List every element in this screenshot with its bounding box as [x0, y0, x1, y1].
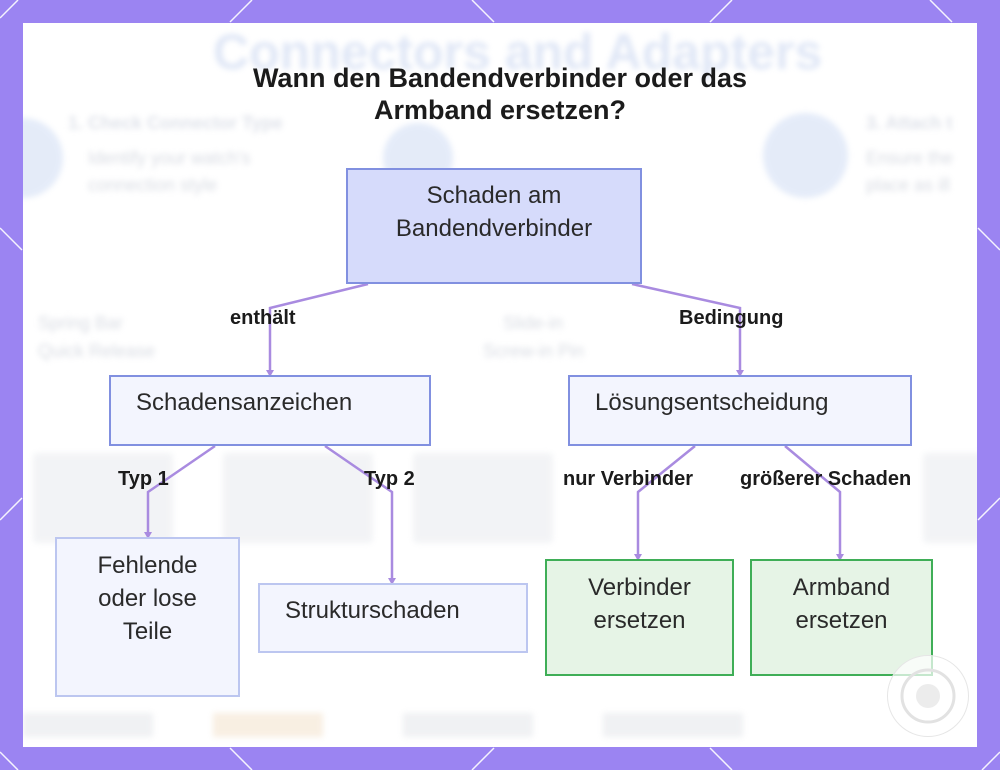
node-signs: Schadensanzeichen: [109, 375, 431, 446]
edge-label-type1: Typ 1: [118, 468, 169, 490]
arrowhead: [388, 578, 396, 585]
ghost-step1-title: 1. Check Connector Type: [68, 113, 283, 133]
blurred-background: Connectors and Adapters 1. Check Connect…: [23, 23, 977, 747]
node-missing-parts: Fehlende oder lose Teile: [55, 537, 240, 697]
watermark-badge: [887, 655, 969, 737]
ghost-card: [223, 453, 373, 543]
node-root: Schaden am Bandendverbinder: [346, 168, 642, 284]
edge-label-condition: Bedingung: [679, 307, 784, 329]
node-text: Lösungsentscheidung: [595, 389, 829, 416]
arrowhead: [634, 554, 642, 561]
node-text: ersetzen: [593, 607, 686, 634]
ghost-bar: [23, 713, 153, 737]
diagram-title: Wann den Bandendverbinder oder das Armba…: [180, 62, 820, 126]
ghost-label: Screw-in Pin: [483, 341, 585, 361]
node-replace-connector: Verbinder ersetzen: [545, 559, 734, 676]
node-text: Schaden am: [426, 182, 562, 209]
edge-label-type2: Typ 2: [364, 468, 415, 490]
edge-label-bigger-damage: größerer Schaden: [740, 468, 912, 490]
ghost-title: Connectors and Adapters: [213, 24, 823, 80]
node-text: Teile: [122, 618, 173, 645]
node-text: Bandendverbinder: [395, 215, 593, 242]
ghost-step1-text2: connection style: [88, 175, 218, 195]
ghost-label: Quick Release: [38, 341, 156, 361]
node-text: Verbinder: [588, 574, 691, 601]
node-text: Armband: [792, 574, 891, 601]
ghost-label: Spring Bar: [38, 313, 124, 333]
ghost-card: [923, 453, 977, 543]
edge-label-contains: enthält: [230, 307, 296, 329]
node-text: ersetzen: [795, 607, 888, 634]
ghost-step3-text: Ensure the: [866, 148, 954, 168]
ghost-label: Slide-in: [503, 313, 564, 333]
arrowhead: [266, 370, 274, 377]
edge-root-decision: [631, 282, 742, 370]
edge-decision-connector: [636, 445, 696, 554]
ghost-card: [33, 453, 173, 543]
arrowhead: [736, 370, 744, 377]
node-decision: Lösungsentscheidung: [568, 375, 912, 446]
ghost-card: [413, 453, 553, 543]
ghost-step3-title: 3. Attach t: [866, 113, 953, 133]
ghost-bar: [603, 713, 743, 737]
ghost-bar: [403, 713, 533, 737]
node-replace-band: Armband ersetzen: [750, 559, 933, 676]
node-text: Fehlende: [97, 552, 198, 579]
node-text: Schadensanzeichen: [136, 389, 353, 416]
edge-signs-structural: [324, 444, 394, 578]
node-text: Strukturschaden: [285, 597, 460, 624]
edge-root-signs: [268, 282, 369, 370]
ghost-bar: [213, 713, 323, 737]
edge-decision-band: [784, 445, 842, 554]
title-line: Wann den Bandendverbinder oder das: [252, 63, 748, 93]
ghost-step1-text: Identify your watch's: [88, 148, 251, 168]
edge-signs-missing: [146, 444, 216, 532]
watermark-icon: [900, 668, 956, 724]
arrowhead: [144, 532, 152, 539]
node-structural-damage: Strukturschaden: [258, 583, 528, 653]
ghost-step3-text2: place as ill: [866, 175, 951, 195]
node-text: oder lose: [98, 585, 197, 612]
edge-label-only-connector: nur Verbinder: [563, 468, 694, 490]
arrowhead: [836, 554, 844, 561]
title-line: Armband ersetzen?: [373, 95, 627, 125]
ghost-step-icon: [763, 113, 848, 198]
